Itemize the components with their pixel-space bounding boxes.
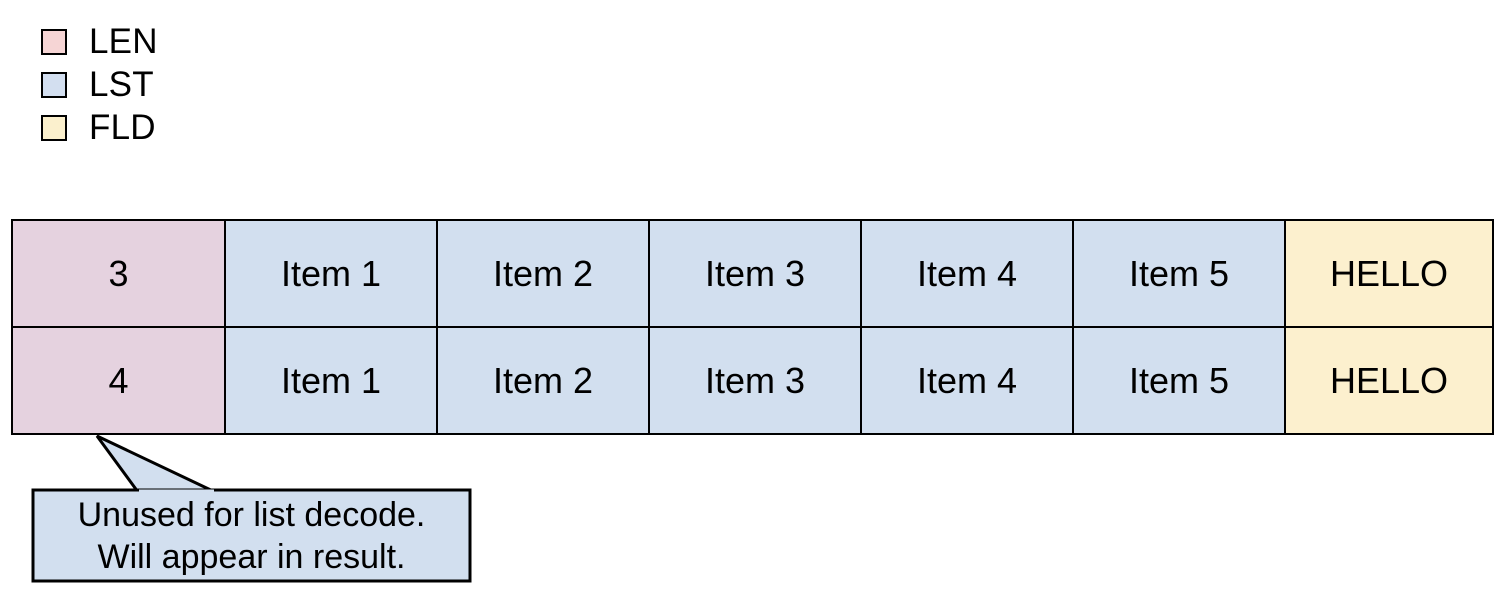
cell-list-item: Item 4 [860, 328, 1072, 433]
callout-line-1: Unused for list decode. [77, 495, 426, 534]
cell-list-item: Item 5 [1072, 328, 1284, 433]
callout-tail [95, 434, 216, 494]
cell-list-item: Item 3 [648, 221, 860, 326]
callout-text: Unused for list decode. Will appear in r… [33, 490, 470, 581]
legend-swatch-fld-icon [41, 114, 67, 141]
legend-item-fld: FLD [41, 106, 341, 149]
cell-field: HELLO [1284, 221, 1492, 326]
struct-layout-table: 3 Item 1 Item 2 Item 3 Item 4 Item 5 HEL… [11, 219, 1494, 435]
table-row: 4 Item 1 Item 2 Item 3 Item 4 Item 5 HEL… [13, 326, 1492, 433]
table-row: 3 Item 1 Item 2 Item 3 Item 4 Item 5 HEL… [13, 221, 1492, 326]
cell-list-item: Item 1 [224, 221, 436, 326]
legend-swatch-lst-icon [41, 71, 67, 98]
cell-len: 3 [13, 221, 224, 326]
legend-label-fld: FLD [89, 108, 156, 147]
cell-field: HELLO [1284, 328, 1492, 433]
cell-list-item: Item 3 [648, 328, 860, 433]
legend-item-len: LEN [41, 20, 341, 63]
legend: LEN LST FLD [41, 20, 341, 149]
callout-line-2: Will appear in result. [97, 537, 406, 576]
cell-list-item: Item 5 [1072, 221, 1284, 326]
legend-label-len: LEN [89, 22, 158, 61]
cell-list-item: Item 1 [224, 328, 436, 433]
legend-item-lst: LST [41, 63, 341, 106]
cell-list-item: Item 4 [860, 221, 1072, 326]
legend-label-lst: LST [89, 65, 154, 104]
cell-list-item: Item 2 [436, 221, 648, 326]
cell-len: 4 [13, 328, 224, 433]
cell-list-item: Item 2 [436, 328, 648, 433]
legend-swatch-len-icon [41, 28, 67, 55]
